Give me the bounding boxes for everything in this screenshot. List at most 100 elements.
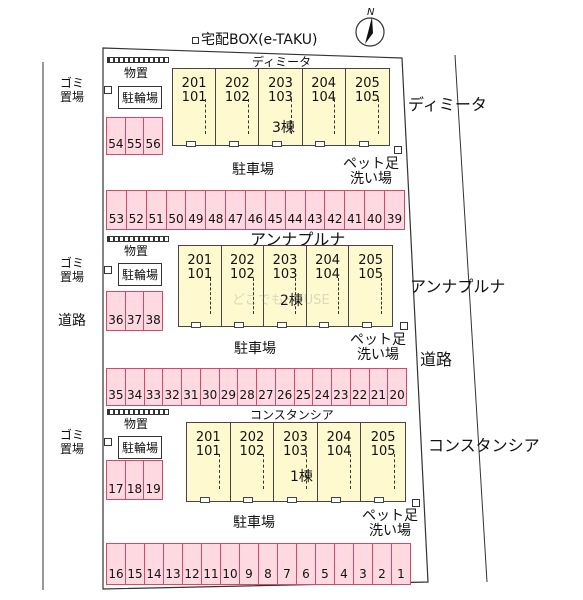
storage-label: 物置 <box>124 244 149 258</box>
unit-number-upper: 202 <box>229 253 255 268</box>
entrance-marker <box>199 497 210 503</box>
unit-number-lower: 101 <box>195 444 221 459</box>
parking-stall: 41 <box>344 190 366 230</box>
unit-number-upper: 204 <box>311 76 337 91</box>
parking-stall: 21 <box>368 368 389 406</box>
pet-wash-label: ペット足洗い場 <box>343 156 399 187</box>
unit-number-upper: 202 <box>239 430 265 445</box>
stair-dashed-line <box>381 278 383 314</box>
entrance-marker <box>276 322 287 328</box>
parking-stall: 53 <box>106 190 127 230</box>
bike-parking-label: 駐輪場 <box>118 263 163 286</box>
garbage-marker <box>104 266 112 274</box>
parking-stall: 33 <box>143 368 164 406</box>
parking-stall: 14 <box>144 543 164 585</box>
unit-number-upper: 201 <box>187 253 213 268</box>
entrance-marker <box>243 497 254 503</box>
parking-stall: 5 <box>315 543 335 585</box>
storage-label: 物置 <box>124 66 149 80</box>
parking-stall: 9 <box>239 543 259 585</box>
parking-stall: 38 <box>143 291 163 331</box>
entrance-marker <box>315 141 326 147</box>
unit-number-upper: 203 <box>268 76 293 91</box>
entrance-marker <box>330 497 341 503</box>
parking-stall: 29 <box>218 368 239 406</box>
parking-stall: 45 <box>264 190 286 230</box>
parking-stall: 4 <box>334 543 354 585</box>
constancia-title: コンスタンシア <box>250 408 334 422</box>
parking-stall: 24 <box>312 368 332 406</box>
unit-number-upper: 205 <box>354 76 380 91</box>
unit-number-lower: 103 <box>272 267 298 282</box>
parking-stall: 49 <box>185 190 207 230</box>
parking-stall: 6 <box>296 543 316 585</box>
stair-dashed-line <box>378 99 380 134</box>
parking-stall: 43 <box>304 190 326 230</box>
parking-stall: 17 <box>106 460 126 500</box>
unit-number-upper: 204 <box>315 253 340 268</box>
parking-stall: 52 <box>125 190 147 230</box>
parking-stall: 32 <box>162 368 182 406</box>
garbage-marker <box>104 438 112 446</box>
unit-number-lower: 102 <box>229 267 255 282</box>
bike-rack <box>107 236 169 242</box>
unit-number-lower: 103 <box>268 90 293 105</box>
parking-stall: 30 <box>199 368 220 406</box>
stair-dashed-line <box>262 454 264 490</box>
garbage-marker <box>104 86 112 94</box>
unit-number-lower: 102 <box>239 444 265 459</box>
unit-number-upper: 205 <box>358 253 384 268</box>
unit-number-lower: 105 <box>370 444 396 459</box>
pet-wash-marker <box>400 322 408 330</box>
parking-stall: 36 <box>106 291 126 331</box>
parking-stall: 25 <box>293 368 314 406</box>
entrance-marker <box>319 322 330 328</box>
road-left-label: 道路 <box>58 313 86 329</box>
parking-stall: 50 <box>165 190 187 230</box>
bike-parking-label: 駐輪場 <box>118 436 163 459</box>
entrance-marker <box>358 141 369 147</box>
bike-rack <box>107 409 169 415</box>
watermark: どこでもHOUSE <box>232 293 330 308</box>
parking-stall: 13 <box>163 543 183 585</box>
entrance-marker <box>191 322 202 328</box>
unit-number-upper: 203 <box>272 253 298 268</box>
parking-stall: 56 <box>143 117 163 155</box>
unit-number-upper: 201 <box>195 430 221 445</box>
parking-stall: 47 <box>225 190 247 230</box>
unit-number-lower: 103 <box>283 444 308 459</box>
unit-number-upper: 201 <box>181 76 207 91</box>
parking-stall: 31 <box>181 368 201 406</box>
building-label: 1棟 <box>290 469 313 485</box>
parking-stall: 22 <box>349 368 370 406</box>
parking-stall: 12 <box>182 543 202 585</box>
parking-stall: 7 <box>277 543 297 585</box>
parking-stall: 34 <box>124 368 145 406</box>
unit-number-lower: 104 <box>326 444 352 459</box>
entrance-marker <box>374 497 385 503</box>
entrance-marker <box>228 141 239 147</box>
dimita-side-label: ディミータ <box>408 95 487 114</box>
parking-stall: 16 <box>106 543 126 585</box>
pet-wash-label: ペット足洗い場 <box>362 508 418 539</box>
entrance-marker <box>362 322 373 328</box>
parking-label: 駐車場 <box>234 341 276 357</box>
parking-stall: 39 <box>384 190 405 230</box>
parking-stall: 55 <box>124 117 145 155</box>
parking-stall: 18 <box>124 460 145 500</box>
